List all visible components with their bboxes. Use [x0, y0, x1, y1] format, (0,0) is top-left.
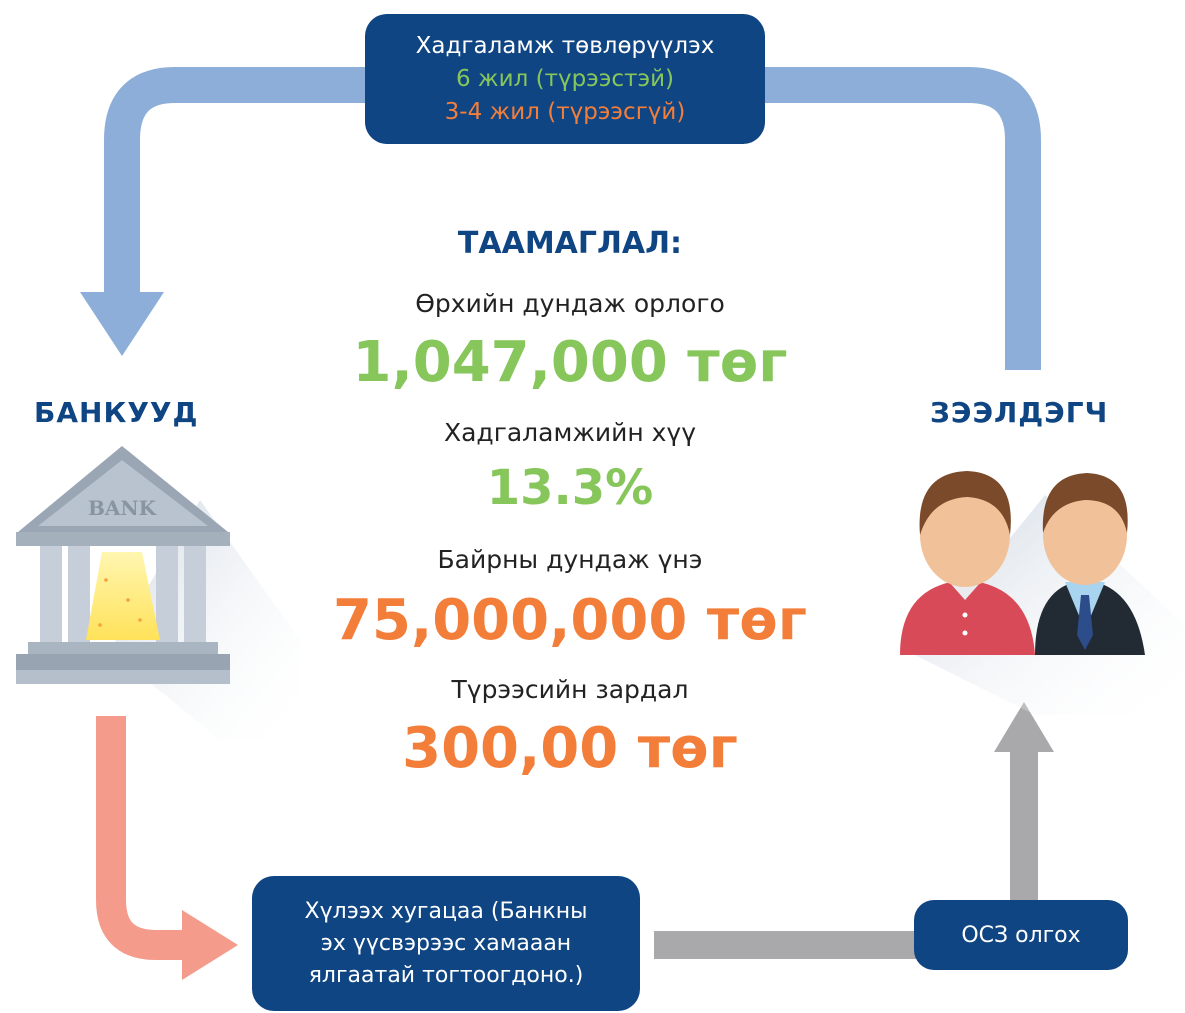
bank-sign: BANK — [88, 496, 157, 520]
salmon-flow-arrow — [96, 716, 190, 960]
income-label: Өрхийн дундаж орлого — [415, 289, 725, 318]
blue-arrowhead — [80, 292, 164, 356]
without-rent-period: 3-4 жил (түрээсгүй) — [444, 98, 686, 125]
assumptions-heading: ТААМАГЛАЛ: — [457, 226, 683, 261]
bank-building-icon: BANK — [16, 446, 300, 740]
waiting-line-1: Хүлээх хугацаа (Банкны — [304, 898, 588, 924]
waiting-period-box: Хүлээх хугацаа (Банкны эх үүсвэрээс хама… — [252, 876, 640, 1011]
rent-label: Түрээсийн зардал — [451, 675, 689, 704]
people-icon — [900, 471, 1185, 715]
osz-box: ОСЗ олгох — [914, 900, 1128, 970]
savings-label: Хадгаламж төвлөрүүлэх — [415, 32, 715, 59]
rent-value: 300,00 төг — [402, 716, 738, 781]
waiting-line-2: эх үүсвэрээс хамааан — [320, 930, 572, 956]
income-value: 1,047,000 төг — [352, 330, 788, 395]
salmon-arrowhead — [182, 910, 238, 980]
banks-title: БАНКУУД — [34, 396, 199, 429]
savings-period-box: Хадгаламж төвлөрүүлэх 6 жил (түрээстэй) … — [365, 14, 765, 144]
gray-arrowhead — [994, 702, 1054, 752]
osz-label: ОСЗ олгох — [961, 922, 1081, 948]
price-value: 75,000,000 төг — [333, 588, 807, 653]
waiting-line-3: ялгаатай тогтоогдоно.) — [308, 962, 584, 988]
borrower-title: ЗЭЭЛДЭГЧ — [930, 396, 1109, 429]
price-label: Байрны дундаж үнэ — [437, 545, 703, 574]
rate-value: 13.3% — [486, 460, 654, 516]
with-rent-period: 6 жил (түрээстэй) — [455, 65, 675, 92]
rate-label: Хадгаламжийн хүү — [443, 418, 697, 447]
